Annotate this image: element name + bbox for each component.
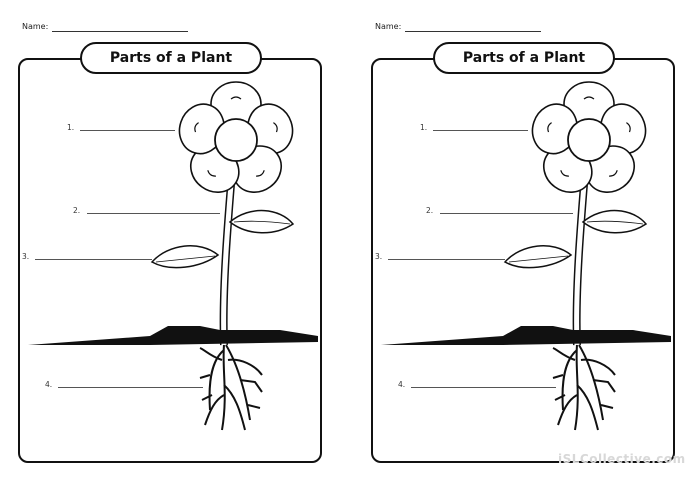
label-number-2: 2. — [73, 206, 81, 215]
roots — [552, 344, 616, 431]
label-number-2: 2. — [426, 206, 434, 215]
name-field[interactable] — [405, 31, 541, 32]
leaf-left — [503, 245, 573, 269]
leaf-left — [150, 245, 220, 269]
ground — [381, 326, 671, 345]
answer-line-3[interactable] — [35, 259, 152, 260]
worksheet-title: Parts of a Plant — [433, 42, 615, 74]
answer-line-1[interactable] — [433, 130, 528, 131]
answer-line-4[interactable] — [58, 387, 203, 388]
label-number-3: 3. — [375, 252, 383, 261]
name-field[interactable] — [52, 31, 188, 32]
answer-line-4[interactable] — [411, 387, 556, 388]
label-number-1: 1. — [67, 123, 75, 132]
answer-line-2[interactable] — [440, 213, 573, 214]
name-label: Name: — [375, 22, 402, 31]
worksheet-right: Name: Parts of a Plant 1. 2. 3. 4. — [353, 0, 700, 496]
name-label: Name: — [22, 22, 49, 31]
plant-illustration — [28, 81, 318, 431]
label-number-1: 1. — [420, 123, 428, 132]
ground — [28, 326, 318, 345]
plant-illustration — [381, 81, 671, 431]
answer-line-3[interactable] — [388, 259, 505, 260]
answer-line-2[interactable] — [87, 213, 220, 214]
worksheet-left: Name: Parts of a Plant 1. 2. 3. 4. — [18, 22, 322, 463]
flower-center — [567, 118, 611, 162]
label-number-4: 4. — [45, 380, 53, 389]
label-number-3: 3. — [22, 252, 30, 261]
flower-center — [214, 118, 258, 162]
label-number-4: 4. — [398, 380, 406, 389]
roots — [199, 344, 263, 431]
worksheet-title: Parts of a Plant — [80, 42, 262, 74]
watermark: iSLCollective.com — [558, 452, 686, 466]
answer-line-1[interactable] — [80, 130, 175, 131]
